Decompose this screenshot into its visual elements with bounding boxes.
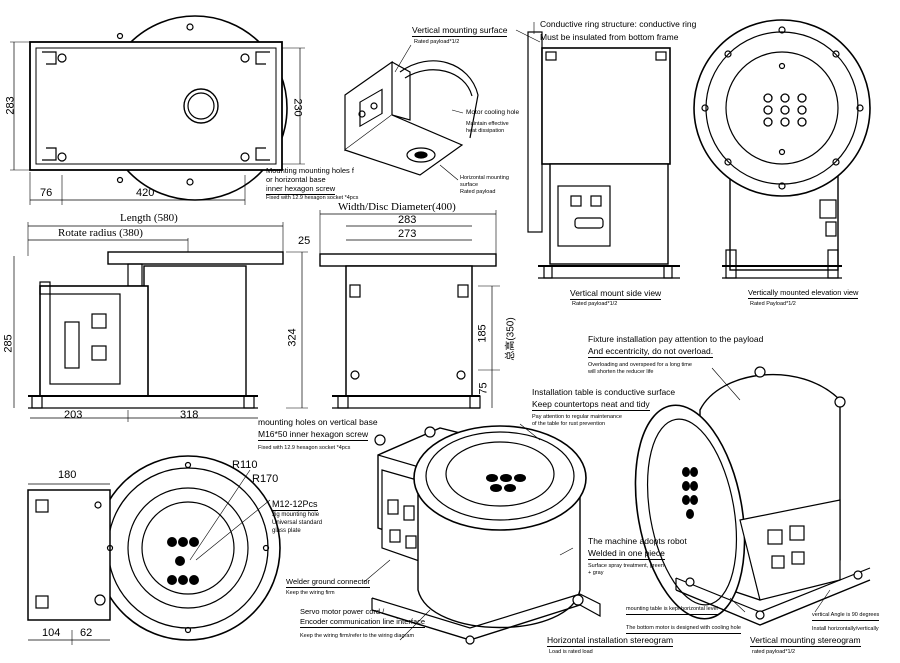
dim-bottom-104: 104	[42, 627, 61, 639]
label-servo-1: Servo motor power cord /	[300, 607, 385, 616]
label-heat-dissipation-2: heat dissipation	[466, 128, 505, 134]
label-fixture-1: Fixture installation pay attention to th…	[588, 334, 764, 344]
label-conductive-surface-1: Installation table is conductive surface	[532, 387, 676, 397]
label-bottom-motor: The bottom motor is designed with coolin…	[626, 625, 741, 634]
label-robot-1: The machine adopts robot	[588, 536, 687, 546]
label-conductive-ring-2: Must be insulated from bottom frame	[540, 32, 679, 42]
label-horizontal-stereogram: Horizontal installation stereogram	[547, 635, 674, 647]
label-vertical-elevation-view-sub: Rated Payload*1/2	[750, 301, 796, 307]
label-vertical-elevation-view: Vertically mounted elevation view	[748, 288, 859, 299]
side-view	[13, 222, 308, 422]
label-mounting-holes-sub: Fixed with 12.9 hexagon socket *4pcs	[266, 195, 359, 201]
label-m12: M12-12Pcs	[272, 499, 318, 511]
dim-r110: R110	[232, 459, 258, 471]
label-mounting-holes-2: or horizontal base	[266, 175, 326, 184]
label-maintenance-1: Pay attention to regular maintenance	[532, 414, 622, 420]
label-vertical-stereogram: Vertical mounting stereogram	[750, 635, 861, 647]
label-robot-2: Welded in one piece	[588, 548, 665, 560]
dim-bottom-62: 62	[80, 627, 93, 639]
dim-side-285: 285	[2, 334, 15, 353]
label-overload-2: will shorten the reducer life	[588, 369, 654, 375]
dim-top-width: 420	[136, 187, 155, 199]
dim-front-273: 273	[398, 228, 417, 240]
label-conductive-surface-2: Keep countertops neat and tidy	[532, 399, 650, 411]
label-heat-dissipation-1: Maintain effective	[466, 121, 509, 127]
label-horizontal-stereogram-sub: Load is rated load	[549, 649, 593, 655]
vertical-stereogram	[634, 366, 871, 626]
label-vertical-mounting-surface-sub: Rated payload*1/2	[414, 39, 460, 45]
label-install-hv: Install horizontally/vertically	[812, 626, 879, 632]
dim-r170: R170	[252, 473, 279, 485]
label-overload-1: Overloading and overspeed for a long tim…	[588, 362, 692, 368]
label-spray-2: + gray	[588, 570, 604, 576]
dim-front-185: 185	[476, 324, 489, 343]
dim-side-324: 324	[286, 328, 299, 347]
label-welder-ground-sub: Keep the wiring firm	[286, 590, 335, 596]
vertical-elevation-view	[693, 19, 871, 279]
dim-bottom-180: 180	[58, 469, 77, 481]
dim-side-318: 318	[180, 409, 199, 421]
iso-small	[344, 44, 479, 181]
front-view	[319, 210, 500, 409]
label-jig-2: Universal standard	[272, 520, 323, 526]
label-conductive-ring-1: Conductive ring structure: conductive ri…	[540, 19, 697, 29]
label-fixture-2: And eccentricity, do not overload.	[588, 346, 714, 358]
label-vertical-angle: vertical Angle is 90 degrees	[812, 612, 880, 621]
label-vertical-base-1: mounting holes on vertical base	[258, 417, 378, 427]
label-horizontal-mounting-sub: Rated payload	[460, 189, 496, 195]
label-vertical-base-sub: Fixed with 12.9 hexagon socket *4pcs	[258, 445, 351, 451]
label-vertical-base-2: M16*50 inner hexagon screw	[258, 429, 369, 441]
dim-rotate-radius: Rotate radius (380)	[58, 227, 143, 239]
dim-side-25: 25	[298, 235, 311, 247]
dim-disc-diameter: Width/Disc Diameter(400)	[338, 201, 456, 213]
top-view	[10, 15, 305, 205]
label-table-level: mounting table is kept horizontal level	[626, 606, 718, 615]
label-vertical-stereogram-sub: rated payload*1/2	[752, 649, 796, 655]
dim-front-350: 总高(350)	[505, 317, 517, 361]
label-maintenance-2: of the table for rust prevention	[532, 421, 606, 427]
vertical-side-view	[515, 22, 680, 279]
dim-top-height2: 230	[291, 98, 304, 117]
bottom-view	[27, 455, 281, 645]
dim-side-203: 203	[64, 409, 83, 421]
label-mounting-holes-3: inner hexagon screw	[266, 184, 336, 195]
label-welder-ground: Welder ground connector	[286, 577, 371, 588]
dim-top-offset: 76	[40, 187, 53, 199]
label-vertical-mounting-surface: Vertical mounting surface	[412, 25, 508, 37]
label-servo-2: Encoder communication line interface	[300, 617, 426, 628]
label-mounting-holes-1: Mounting mounting holes f	[266, 166, 354, 175]
label-vertical-side-view: Vertical mount side view	[570, 288, 662, 300]
label-vertical-side-view-sub: Rated payload*1/2	[572, 301, 618, 307]
dim-front-283: 283	[398, 214, 417, 226]
label-jig-1: Jig mounting hole	[272, 512, 320, 518]
dim-front-75: 75	[477, 382, 490, 395]
label-jig-3: glass plate	[272, 528, 301, 534]
label-servo-sub: Keep the wiring firm/refer to the wiring…	[300, 633, 415, 639]
label-motor-cooling-hole: Motor cooling hole	[466, 109, 520, 116]
label-horizontal-mounting-1: Horizontal mounting	[460, 175, 509, 181]
label-spray-1: Surface spray treatment, green	[588, 563, 664, 569]
label-horizontal-mounting-2: surface	[460, 182, 479, 188]
dim-length: Length (580)	[120, 212, 178, 224]
dim-top-height: 283	[4, 96, 17, 115]
horizontal-stereogram	[363, 423, 601, 645]
